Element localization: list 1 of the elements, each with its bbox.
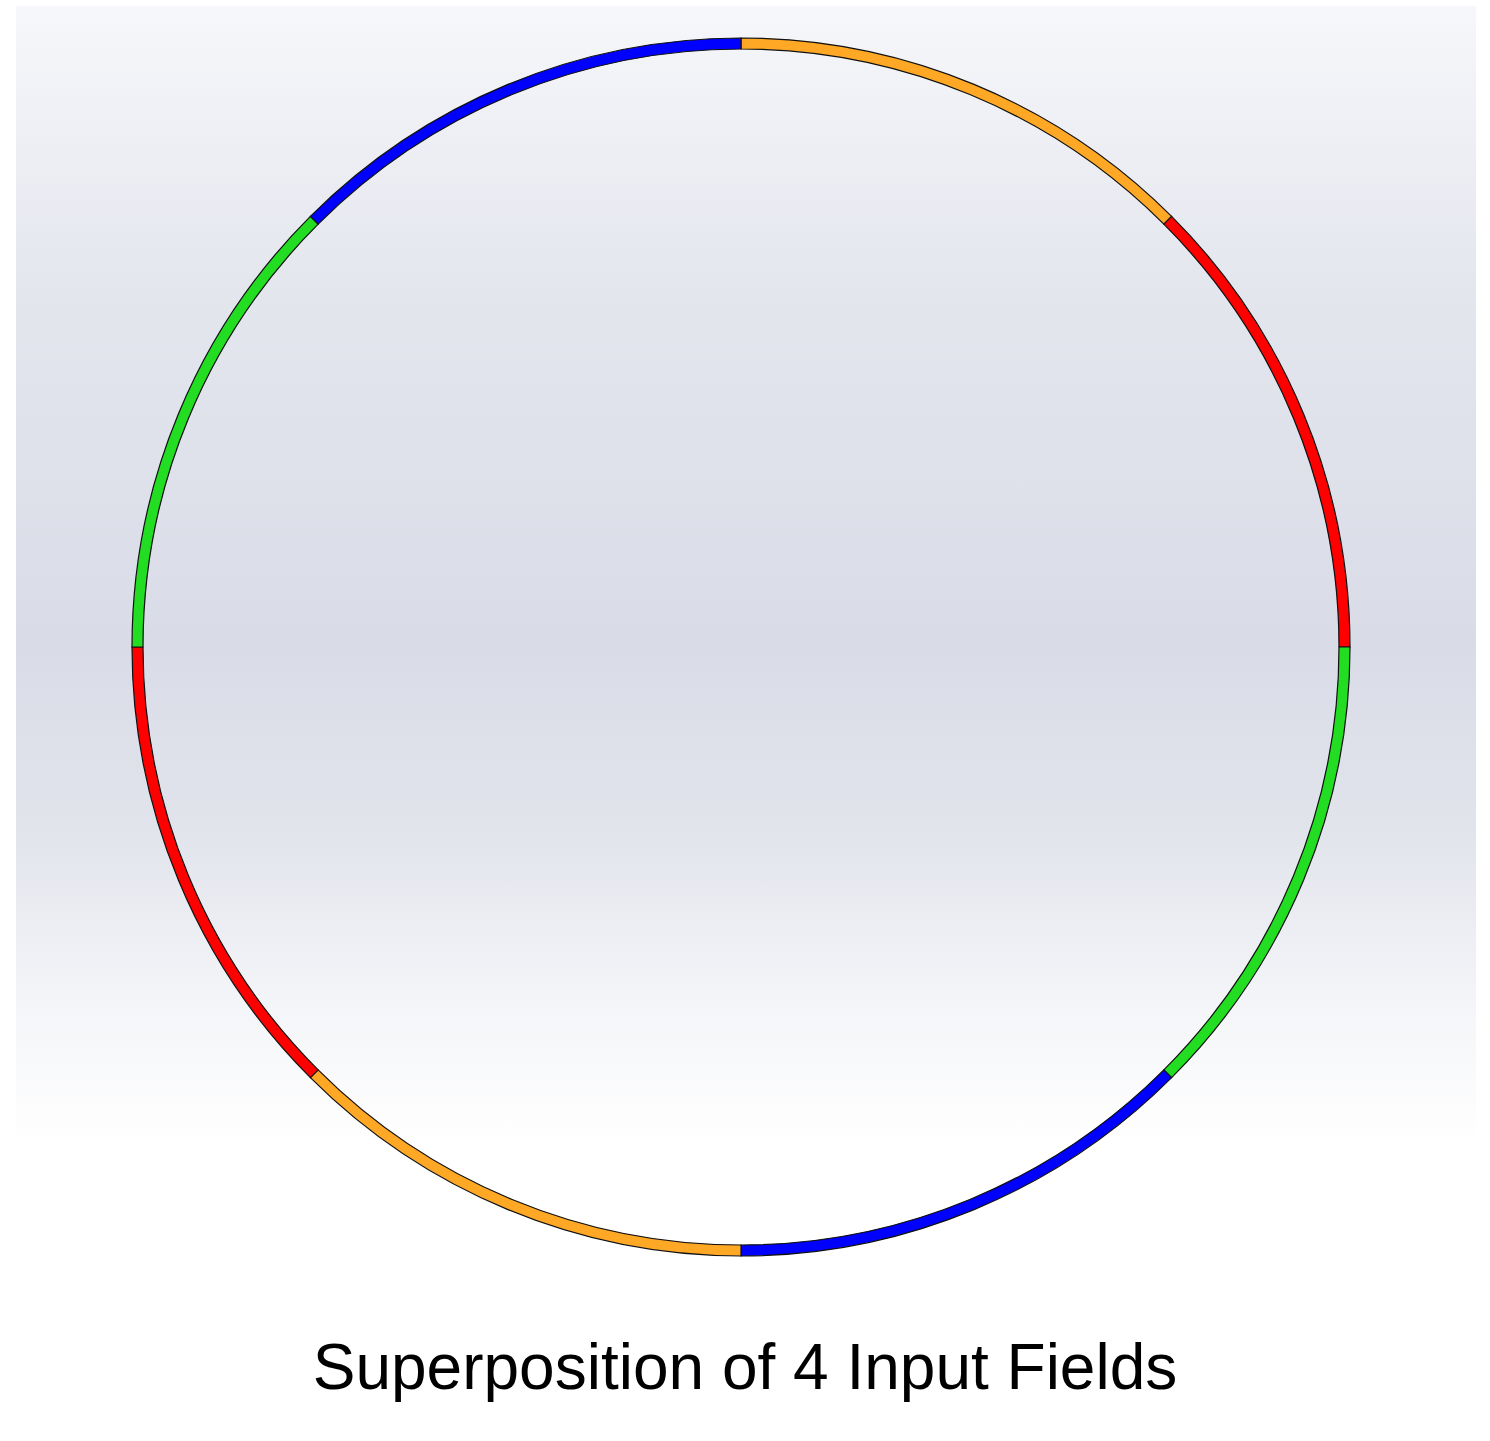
caption: Superposition of 4 Input Fields <box>312 1331 1178 1403</box>
